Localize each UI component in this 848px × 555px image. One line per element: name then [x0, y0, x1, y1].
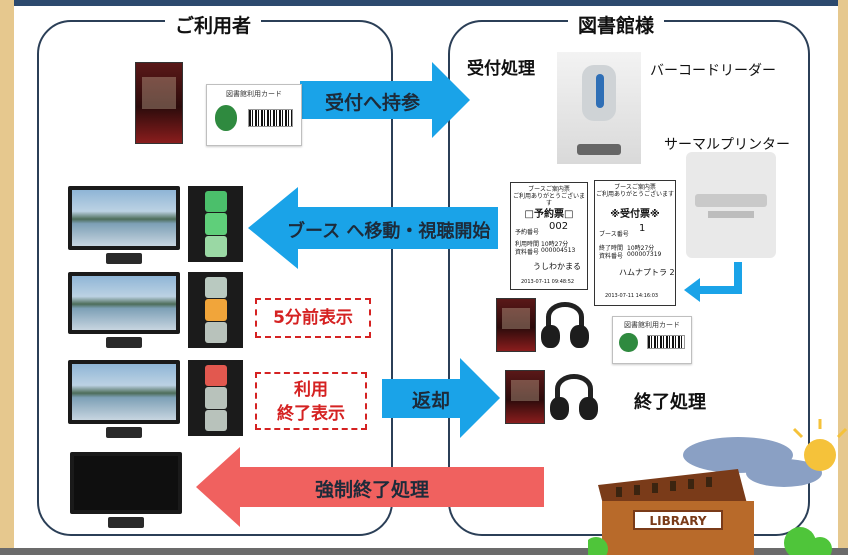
- bottom-bar: [0, 548, 848, 555]
- tv-five-min: [68, 272, 180, 348]
- receipt-reserve-number-label: 予約番号: [515, 229, 540, 236]
- rental-barcode-icon: [646, 335, 685, 350]
- receipt-accept-row1-value: 10時27分: [627, 245, 655, 252]
- thermal-printer-device: [686, 152, 776, 258]
- reservation-receipt: ブースご案内票 ご利用ありがとうございます □予約票□ 予約番号 002 利用時…: [510, 182, 588, 290]
- tv-off: [70, 452, 182, 528]
- receipt-reserve-row2-value: 000004513: [541, 247, 576, 254]
- receipt-reserve-head2: ご利用ありがとうございます: [512, 193, 585, 207]
- receipt-reserve-title: □予約票□: [524, 209, 574, 220]
- acceptance-receipt: ブースご案内票 ご利用ありがとうございます ※受付票※ ブース番号 1 終了時間…: [594, 180, 676, 306]
- rental-card-title: 図書館利用カード: [624, 320, 680, 329]
- receipt-reserve-row1-label: 利用時間: [515, 241, 540, 248]
- signal-tower-yellow: [188, 272, 243, 348]
- usage-end-line1: 利用: [294, 380, 328, 400]
- barcode-reader-device: [557, 52, 641, 164]
- printer-output-arrow: [696, 262, 742, 294]
- arrow-label-force-end: 強制終了処理: [315, 479, 430, 501]
- receipt-accept-name: ハムナプトラ 2: [619, 268, 675, 277]
- receipt-reserve-row2-label: 資料番号: [515, 249, 540, 256]
- thermal-printer-label: サーマルプリンター: [664, 137, 790, 153]
- signal-tower-red: [188, 360, 243, 436]
- receipt-reserve-head1: ブースご案内票: [528, 186, 570, 193]
- tv-end: [68, 360, 180, 438]
- rental-card-logo-icon: [619, 332, 638, 352]
- library-building-icon: LIBRARY: [588, 419, 848, 555]
- usage-end-line2: 終了表示: [277, 404, 345, 424]
- dvd-case: [135, 62, 183, 144]
- end-process-label: 終了処理: [634, 392, 706, 413]
- library-card: 図書館利用カード: [206, 84, 302, 146]
- receipt-accept-footer: 2013-07-11 14:16:03: [605, 293, 659, 299]
- barcode-reader-label: バーコードリーダー: [650, 63, 776, 79]
- arrow-bring-to-reception: [300, 62, 470, 138]
- receipt-accept-row2-label: 資料番号: [599, 253, 624, 260]
- tv-viewing: [68, 186, 180, 264]
- rental-library-card: 図書館利用カード: [612, 316, 692, 364]
- printer-output-arrowhead: [684, 278, 700, 302]
- receipt-reserve-footer: 2013-07-11 09:48:52: [521, 279, 575, 285]
- receipt-accept-head2: ご利用ありがとうございます: [595, 191, 674, 198]
- receipt-accept-title: ※受付票※: [610, 209, 660, 220]
- library-card-logo-icon: [214, 105, 238, 131]
- five-min-warning-badge: 5分前表示: [255, 298, 371, 338]
- reception-process-label: 受付処理: [467, 59, 535, 79]
- receipt-reserve-row1-value: 10時27分: [541, 241, 569, 248]
- top-bar: [14, 0, 838, 6]
- arrow-force-end: [196, 447, 544, 527]
- arrow-move-and-view: [248, 187, 498, 269]
- headphones-icon: [538, 298, 592, 352]
- arrow-label-bring: 受付へ持参: [325, 92, 421, 114]
- barcode-icon: [248, 109, 294, 127]
- arrow-label-move-view: ブース へ移動・視聴開始: [287, 221, 491, 242]
- library-panel-title: 図書館様: [568, 11, 665, 38]
- receipt-accept-head1: ブースご案内票: [614, 184, 656, 191]
- receipt-accept-row2-value: 000007319: [627, 251, 662, 258]
- signal-tower-green: [188, 186, 243, 262]
- receipt-accept-booth: 1: [639, 223, 646, 234]
- rental-dvd: [496, 298, 536, 352]
- returned-headphones-icon: [547, 370, 601, 424]
- receipt-accept-booth-label: ブース番号: [599, 231, 629, 238]
- arrow-return: [382, 358, 500, 438]
- receipt-reserve-name: うしわかまる: [533, 262, 581, 271]
- receipt-reserve-number: 002: [549, 221, 569, 232]
- arrow-label-return: 返却: [412, 390, 451, 412]
- returned-dvd: [505, 370, 545, 424]
- library-sign-text: LIBRARY: [649, 514, 706, 528]
- receipt-accept-row1-label: 終了時間: [599, 245, 624, 252]
- user-panel-title: ご利用者: [165, 11, 262, 38]
- usage-end-badge: 利用 終了表示: [255, 372, 367, 430]
- library-card-title: 図書館利用カード: [226, 89, 282, 98]
